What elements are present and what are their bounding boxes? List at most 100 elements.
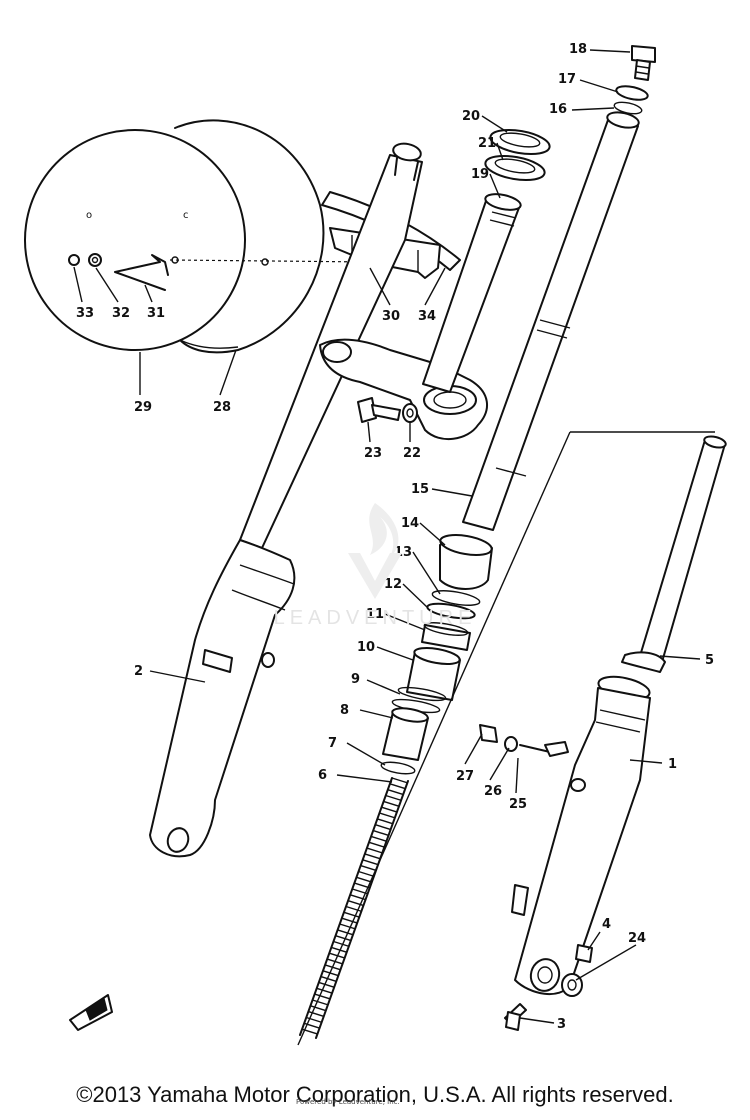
leader-line bbox=[336, 774, 393, 783]
part-6-spring bbox=[299, 777, 409, 1039]
callout-10: 10 bbox=[357, 640, 375, 655]
callout-7: 7 bbox=[328, 736, 337, 751]
callout-21: 21 bbox=[478, 136, 496, 151]
leader-line bbox=[219, 349, 237, 396]
copyright-notice: ©2013 Yamaha Motor Corporation, U.S.A. A… bbox=[76, 1082, 674, 1107]
leader-line bbox=[367, 421, 371, 443]
leader-line bbox=[489, 173, 501, 199]
part-1-right-outer-tube bbox=[511, 675, 651, 996]
callout-8: 8 bbox=[340, 703, 349, 718]
part-20-race bbox=[489, 128, 551, 156]
callout-24: 24 bbox=[628, 931, 646, 946]
callout-20: 20 bbox=[462, 109, 480, 124]
callout-31: 31 bbox=[147, 306, 165, 321]
callout-16: 16 bbox=[549, 102, 567, 117]
leader-line bbox=[95, 267, 119, 303]
leader-line bbox=[149, 670, 206, 683]
part-15-inner-tube bbox=[462, 111, 640, 531]
leader-line bbox=[579, 79, 619, 93]
leader-line bbox=[144, 284, 153, 303]
watermark-text: LEADVENTURE bbox=[273, 607, 477, 629]
callout-29: 29 bbox=[134, 400, 152, 415]
part-3-axle-bolt bbox=[504, 1003, 527, 1031]
part-16-oring bbox=[613, 101, 643, 115]
flame-logo-icon bbox=[348, 503, 402, 599]
leader-line bbox=[519, 1017, 555, 1024]
part-33-nut bbox=[68, 254, 80, 266]
callout-18: 18 bbox=[569, 42, 587, 57]
part-28-plate-rim bbox=[174, 119, 325, 354]
callout-17: 17 bbox=[558, 72, 576, 87]
leader-line bbox=[431, 488, 473, 497]
leader-line bbox=[575, 944, 637, 981]
callout-4: 4 bbox=[602, 917, 611, 932]
frame-logo-icon bbox=[69, 994, 113, 1031]
callout-19: 19 bbox=[471, 167, 489, 182]
part-29-number-plate: o c bbox=[24, 129, 269, 351]
watermark: LEADVENTURE bbox=[230, 495, 520, 635]
part-24-washer bbox=[561, 973, 583, 997]
part-17-washer bbox=[615, 85, 649, 101]
callout-32: 32 bbox=[112, 306, 130, 321]
callout-34: 34 bbox=[418, 309, 436, 324]
part-21-bearing bbox=[484, 154, 546, 182]
callout-6: 6 bbox=[318, 768, 327, 783]
callout-25: 25 bbox=[509, 797, 527, 812]
callout-33: 33 bbox=[76, 306, 94, 321]
part-8-piston bbox=[382, 707, 429, 761]
callout-23: 23 bbox=[364, 446, 382, 461]
leader-line bbox=[515, 757, 519, 794]
part-31-clip bbox=[114, 254, 179, 291]
callout-22: 22 bbox=[403, 446, 421, 461]
leader-line bbox=[489, 747, 510, 781]
part-14-dust-seal bbox=[439, 534, 493, 590]
leader-line bbox=[496, 142, 504, 161]
leader-line bbox=[366, 679, 401, 695]
part-11-oil-seal bbox=[421, 622, 471, 651]
leader-line bbox=[424, 267, 446, 306]
callout-2: 2 bbox=[134, 664, 143, 679]
callout-27: 27 bbox=[456, 769, 474, 784]
leader-line bbox=[659, 655, 701, 660]
callout-15: 15 bbox=[411, 482, 429, 497]
svg-text:c: c bbox=[183, 210, 189, 221]
leader-line bbox=[571, 107, 615, 111]
part-27-bolt bbox=[479, 724, 498, 743]
leader-line bbox=[402, 583, 429, 609]
part-26-washer bbox=[504, 736, 518, 752]
leader-line bbox=[369, 267, 391, 306]
leader-line bbox=[359, 709, 394, 719]
callout-5: 5 bbox=[705, 653, 714, 668]
leader-line bbox=[73, 266, 83, 303]
callout-12: 12 bbox=[384, 577, 402, 592]
leader-line bbox=[412, 551, 441, 595]
leader-line bbox=[376, 646, 414, 661]
watermark-credit: Powered by Leadventure, Inc. bbox=[296, 1098, 400, 1106]
leader-line bbox=[419, 522, 446, 546]
part-7-seat bbox=[380, 761, 416, 775]
callout-28: 28 bbox=[213, 400, 231, 415]
part-5-right-inner-tube bbox=[621, 435, 727, 673]
part-25-drain-screw bbox=[519, 741, 569, 757]
part-22-washer bbox=[402, 403, 418, 423]
part-19-steering-stem bbox=[422, 193, 522, 393]
callout-3: 3 bbox=[557, 1017, 566, 1032]
part-32-washer bbox=[88, 253, 102, 267]
leader-line bbox=[629, 759, 663, 764]
leader-line bbox=[464, 733, 483, 765]
callout-11: 11 bbox=[366, 607, 384, 622]
leader-line bbox=[589, 49, 631, 53]
leader-line bbox=[587, 931, 601, 951]
callout-14: 14 bbox=[401, 516, 419, 531]
part-13-clip bbox=[431, 590, 481, 606]
leader-line bbox=[346, 742, 386, 766]
leader-line bbox=[384, 613, 426, 631]
callout-26: 26 bbox=[484, 784, 502, 799]
svg-text:o: o bbox=[86, 210, 92, 221]
callout-9: 9 bbox=[351, 672, 360, 687]
leader-line bbox=[481, 115, 508, 133]
callout-30: 30 bbox=[382, 309, 400, 324]
part-23-bolt bbox=[357, 397, 401, 423]
callout-1: 1 bbox=[668, 757, 677, 772]
